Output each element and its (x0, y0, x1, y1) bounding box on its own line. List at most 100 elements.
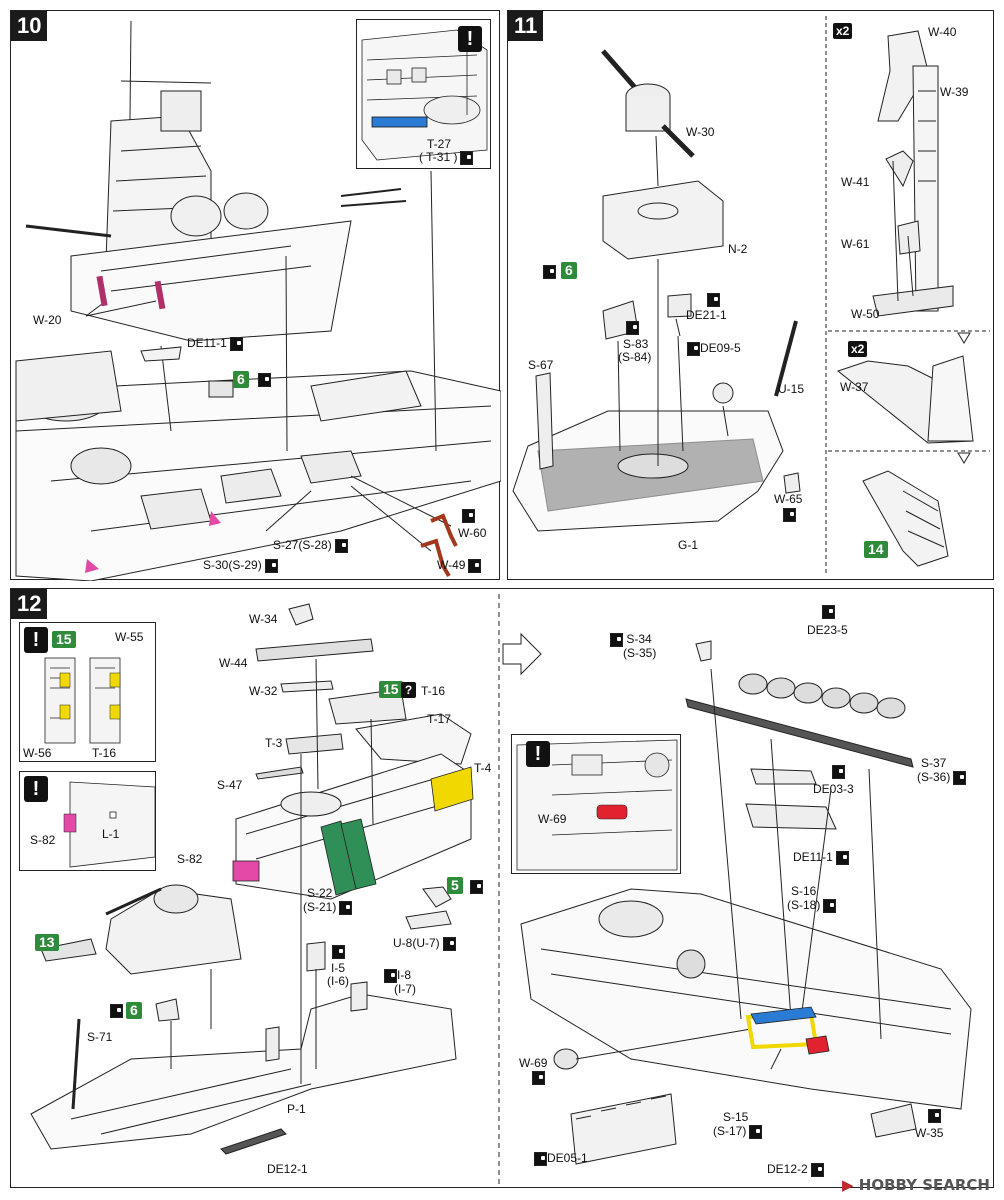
label-s83: S-83 (623, 337, 649, 351)
label-t16-inset: T-16 (92, 746, 117, 760)
glue-icon (626, 321, 639, 335)
label-s71: S-71 (87, 1030, 113, 1044)
label-de11-1: DE11-1 (187, 337, 243, 351)
label-t16: T-16 (421, 684, 446, 698)
label-s34: S-34 (607, 633, 652, 647)
glue-s83 (623, 321, 639, 335)
glue-de21 (704, 293, 720, 307)
glue-icon (334, 539, 348, 553)
label-de03-3: DE03-3 (813, 782, 854, 796)
subassembly-ref-14: 14 (864, 541, 888, 558)
label-s37: S-37 (921, 756, 947, 770)
label-s21: (S-21) (303, 901, 353, 915)
label-t4: T-4 (474, 761, 492, 775)
quantity-x2-badge: x2 (833, 23, 853, 39)
glue-icon (460, 151, 474, 165)
glue-de23 (819, 605, 835, 619)
glue-icon (229, 337, 243, 351)
step-12-panel: 12 (10, 588, 994, 1188)
label-w60 (459, 509, 475, 523)
turret-platform-drawing (512, 16, 990, 576)
label-w32: W-32 (249, 684, 278, 698)
glue-icon (783, 508, 796, 522)
glue-icon (822, 605, 835, 619)
label-w37: W-37 (840, 380, 869, 394)
label-u8: U-8(U-7) (393, 937, 456, 951)
subassembly-ref-6: 6 (126, 1002, 142, 1019)
inset-l1-detail: ! L-1 S-82 (19, 771, 156, 871)
label-de09-5: DE09-5 (684, 342, 741, 356)
glue-i5 (329, 945, 345, 959)
glue-w69 (529, 1071, 545, 1085)
label-s16: S-16 (791, 884, 817, 898)
label-w44: W-44 (219, 656, 248, 670)
label-s18: (S-18) (787, 899, 837, 913)
subassembly-ref-15: 15 (52, 631, 76, 648)
step-10-panel: 10 (10, 10, 501, 581)
glue-icon (543, 265, 556, 279)
glue-icon (823, 899, 837, 913)
step-number: 10 (11, 11, 48, 41)
label-s22: S-22 (307, 886, 333, 900)
battleship-rear-superstructure-drawing (15, 20, 501, 581)
label-w50: W-50 (851, 307, 880, 321)
label-w69: W-69 (519, 1056, 548, 1070)
label-w65: W-65 (774, 492, 803, 506)
warning-icon: ! (24, 776, 48, 802)
label-s84: (S-84) (618, 350, 652, 364)
label-w49: W-49 (437, 559, 482, 573)
subassembly-ref-15: 15 (379, 681, 403, 698)
label-t27: T-27 (427, 137, 452, 151)
glue-icon (687, 342, 700, 356)
glue-icon (707, 293, 720, 307)
label-l1: L-1 (102, 827, 120, 841)
label-w30: W-30 (686, 125, 715, 139)
inset-w69-detail: ! W-69 (511, 734, 681, 874)
glue-icon (468, 559, 482, 573)
glue-icon (442, 937, 456, 951)
label-w40: W-40 (928, 25, 957, 39)
label-w60-text: W-60 (458, 526, 487, 540)
subassembly-ref-6: 6 (561, 262, 577, 279)
glue-icon (928, 1109, 941, 1123)
label-s36: (S-36) (917, 771, 967, 785)
label-w41: W-41 (841, 175, 870, 189)
watermark-logo-icon: ▶ (841, 1176, 854, 1194)
inset-t16-drawing (44, 657, 121, 744)
glue-sub6 (540, 265, 556, 279)
glue-icon (610, 633, 623, 647)
step-number: 12 (11, 589, 48, 619)
label-de21-1: DE21-1 (686, 308, 727, 322)
inset-t16-detail: ! 15 W-55 W-56 T-16 (19, 622, 156, 762)
label-de05-1: DE05-1 (531, 1152, 588, 1166)
label-g1: G-1 (678, 538, 699, 552)
glue-icon (810, 1163, 824, 1177)
glue-icon (832, 765, 845, 779)
label-t17: T-17 (427, 712, 452, 726)
label-w55: W-55 (115, 630, 144, 644)
glue-icon (258, 373, 271, 387)
hobby-search-watermark: ▶ HOBBY SEARCH (841, 1176, 990, 1194)
glue-w65 (780, 508, 796, 522)
glue-icon (110, 1004, 123, 1018)
glue-icon (462, 509, 475, 523)
label-s27: S-27(S-28) (273, 539, 348, 553)
subassembly-ref-13: 13 (35, 934, 59, 951)
label-i6: (I-6) (327, 974, 349, 988)
warning-inset: ! T-27 ( T-31 ) (356, 19, 491, 169)
glue-icon (953, 771, 967, 785)
step-11-panel: 11 (507, 10, 994, 580)
glue-de03 (829, 765, 845, 779)
label-w20: W-20 (33, 313, 62, 327)
label-de12-1: DE12-1 (267, 1162, 308, 1176)
label-de12-2: DE12-2 (767, 1163, 824, 1177)
label-s35: (S-35) (623, 646, 657, 660)
warning-icon: ! (24, 627, 48, 653)
label-u15: U-15 (778, 382, 805, 396)
label-w69-inset: W-69 (538, 812, 567, 826)
inset-l1-drawing (63, 781, 156, 868)
glue-sub6 (107, 1004, 123, 1018)
label-de23-5: DE23-5 (807, 623, 848, 637)
glue-icon (470, 880, 483, 894)
glue-icon (339, 901, 353, 915)
